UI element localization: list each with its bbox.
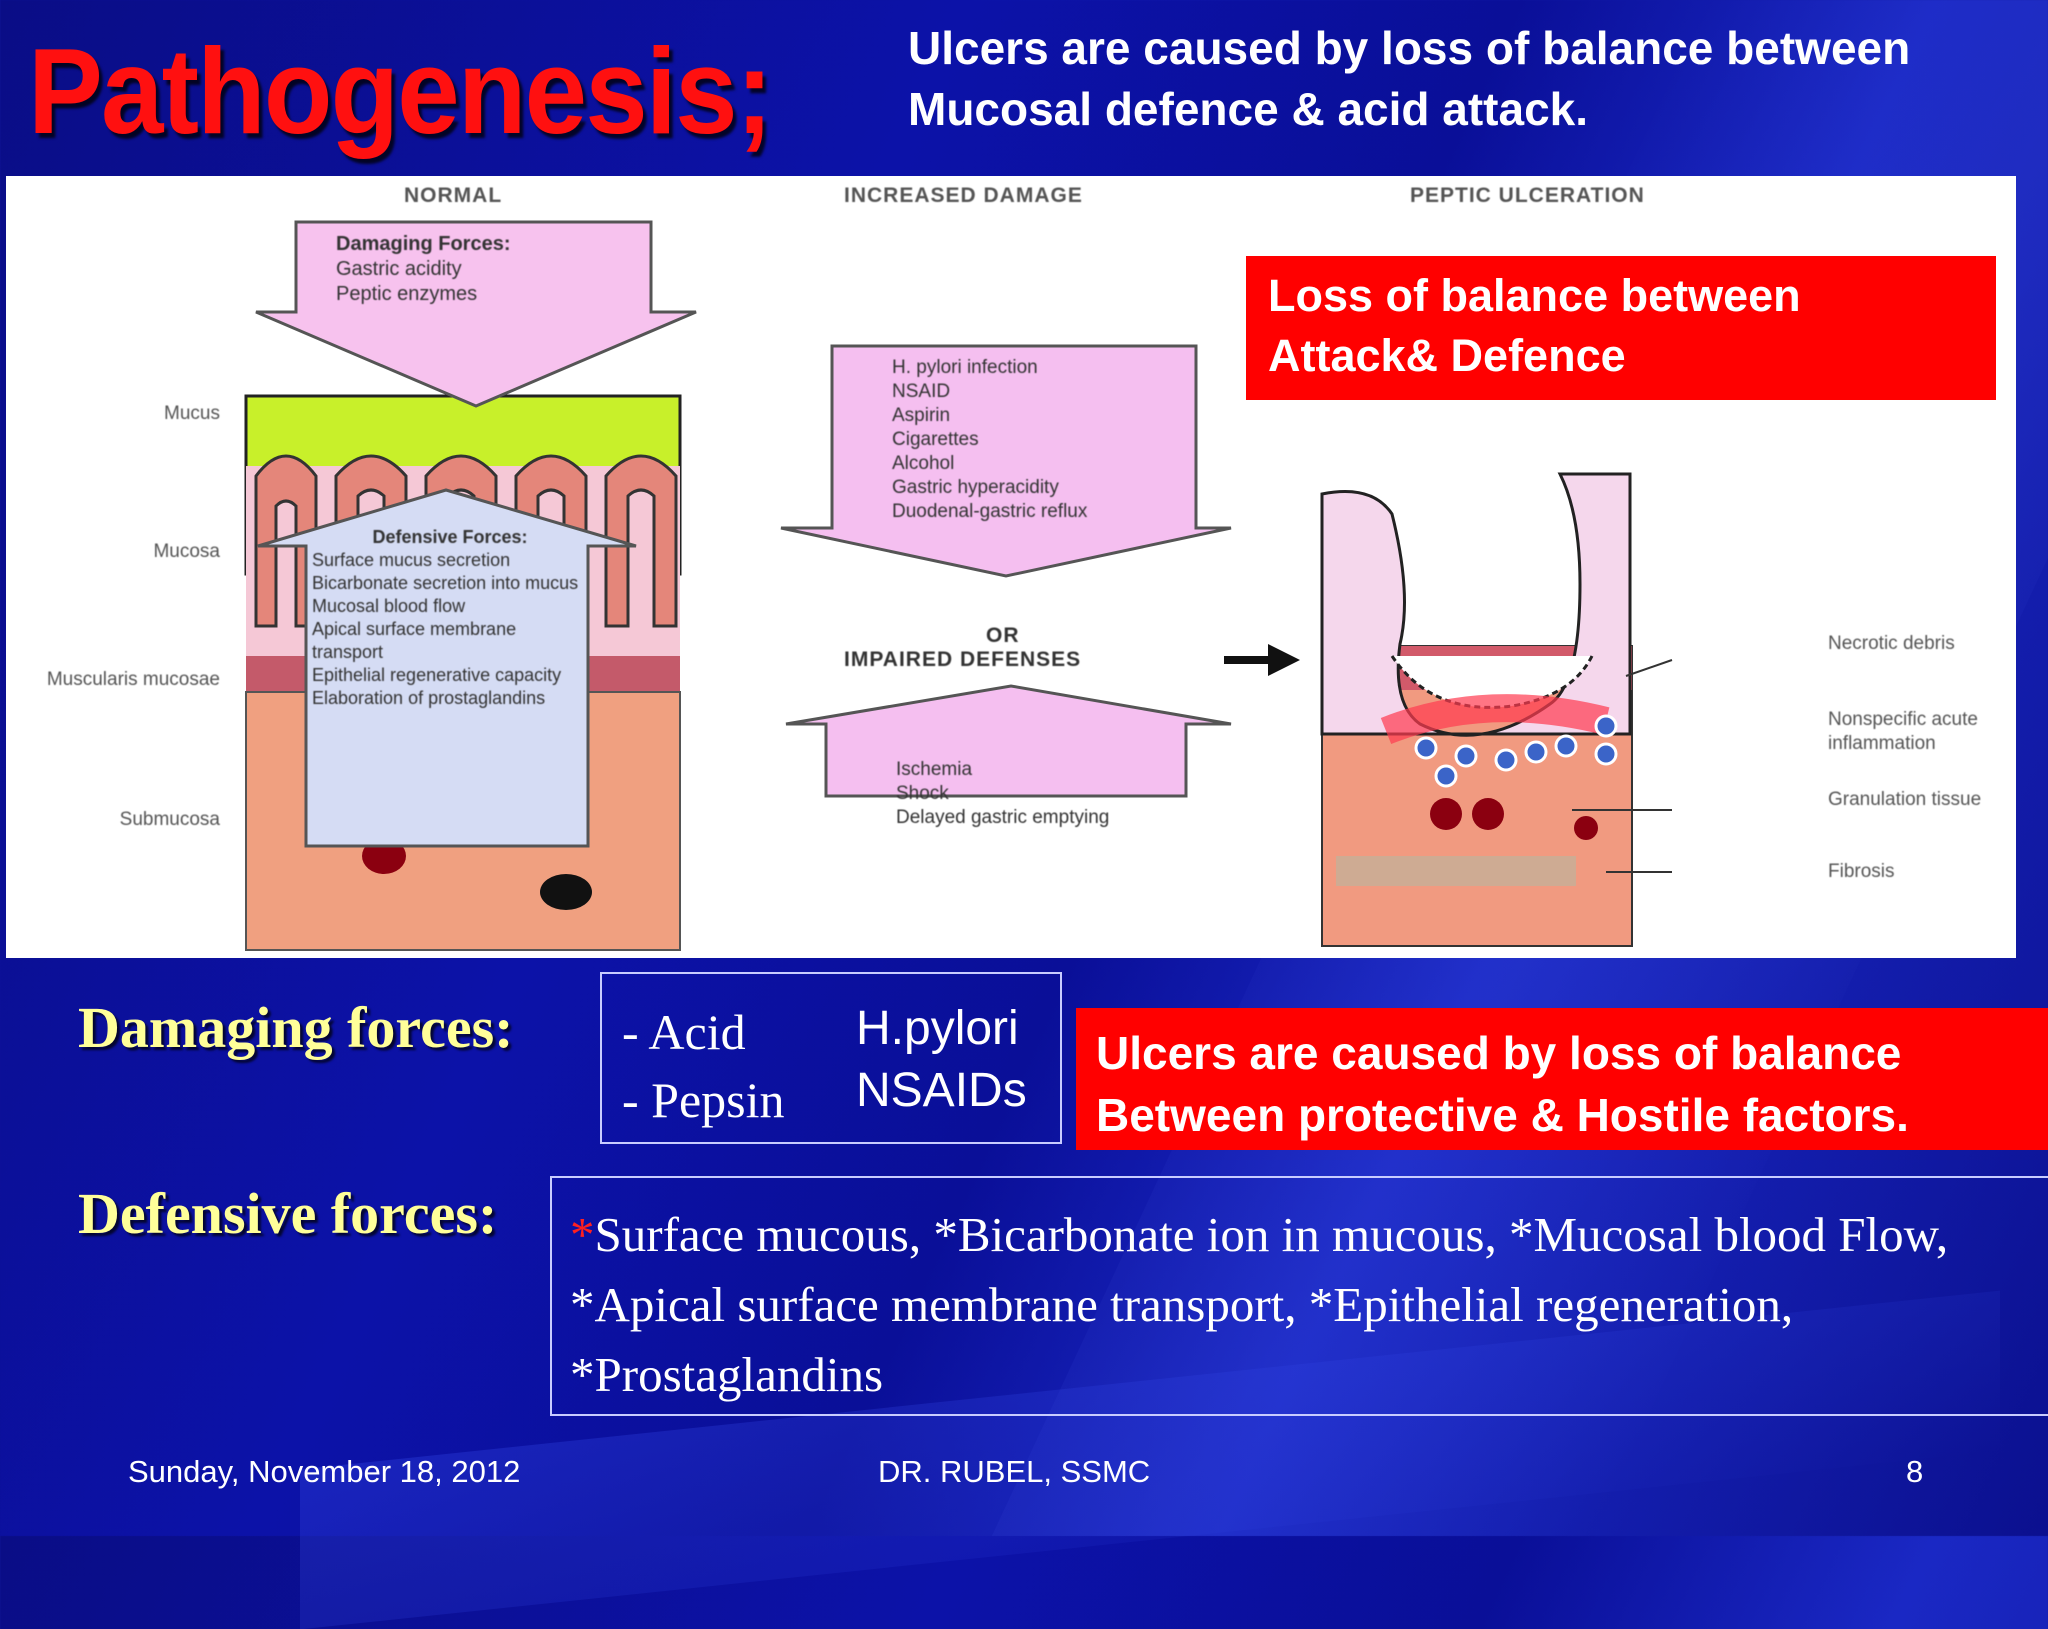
right-arrow-icon <box>1224 644 1300 676</box>
defensive-forces-box <box>550 1176 2048 1416</box>
label-mucosa: Mucosa <box>153 541 220 562</box>
heading-peptic-ulceration: PEPTIC ULCERATION <box>1410 184 1645 207</box>
red-asterisk: * <box>570 1207 595 1262</box>
subtitle-line: Mucosal defence & acid attack. <box>908 83 1589 135</box>
impaired-defenses-label: IMPAIRED DEFENSES <box>844 648 1082 671</box>
label-mucus: Mucus <box>164 403 220 424</box>
label-necrotic-debris: Necrotic debris <box>1828 633 1955 654</box>
or-label: OR <box>986 624 1020 647</box>
damaging-forces-col1: - Acid - Pepsin <box>622 1004 785 1128</box>
label-nonspecific-inflammation: Nonspecific acute inflammation <box>1828 709 1978 754</box>
label-fibrosis: Fibrosis <box>1828 861 1895 882</box>
damaging-forces-box <box>600 972 1062 1144</box>
figure-illustration <box>244 220 1673 951</box>
heading-normal: NORMAL <box>404 184 503 207</box>
label-granulation-tissue: Granulation tissue <box>1828 789 1982 810</box>
defensive-forces-text: *Surface mucous, *Bicarbonate ion in muc… <box>570 1207 1949 1402</box>
label-muscularis-mucosae: Muscularis mucosae <box>46 669 220 690</box>
damaging-forces-label: Damaging forces: <box>78 995 514 1060</box>
heading-increased-damage: INCREASED DAMAGE <box>844 184 1083 207</box>
damaging-forces-col2: H.pylori NSAIDs <box>856 1002 1027 1117</box>
slide-number: 8 <box>1906 1454 1924 1489</box>
defensive-forces-text: Defensive Forces: Surface mucus secretio… <box>312 527 579 708</box>
footer-date: Sunday, November 18, 2012 <box>128 1454 521 1489</box>
footer-author: DR. RUBEL, SSMC <box>878 1454 1151 1489</box>
increased-damage-text: H. pylori infection NSAID Aspirin Cigare… <box>892 357 1088 522</box>
defensive-forces-label: Defensive forces: <box>78 1181 498 1246</box>
slide-title: Pathogenesis; <box>28 23 773 159</box>
slide-subtitle: Ulcers are caused by loss of balance bet… <box>908 18 2028 140</box>
impaired-defenses-text: Ischemia Shock Delayed gastric emptying <box>896 759 1110 828</box>
subtitle-line: Ulcers are caused by loss of balance bet… <box>908 22 1911 74</box>
damaging-forces-text: Damaging Forces: Gastric acidity Peptic … <box>336 233 511 305</box>
label-submucosa: Submucosa <box>119 809 220 830</box>
balance-callout: Loss of balance between Attack& Defence <box>1246 256 1996 400</box>
ulcer-cause-callout: Ulcers are caused by loss of balance Bet… <box>1076 1008 2048 1150</box>
